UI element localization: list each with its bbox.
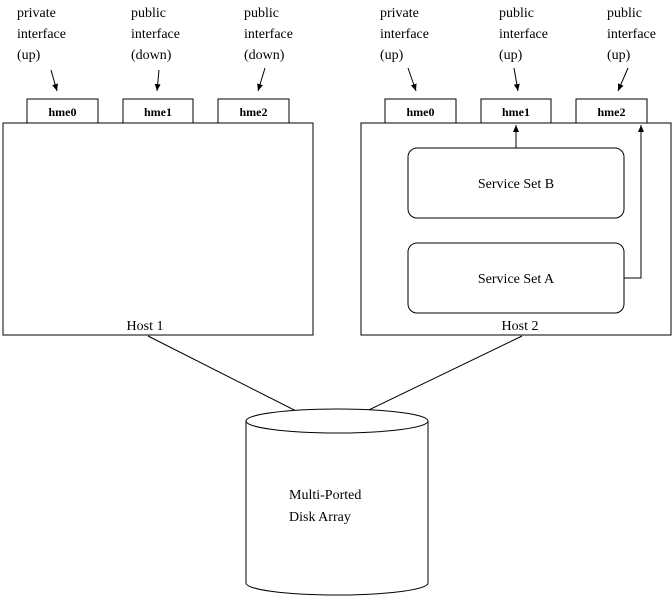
annotation-line: public (607, 6, 642, 21)
host1-hme0-annotation: private interface (up) (17, 6, 66, 63)
annotation-line: interface (499, 27, 548, 42)
annotation-line: public (244, 6, 279, 21)
annotation-line: (down) (131, 48, 172, 63)
host1-group: private interface (up) public interface … (2, 6, 314, 336)
host1-box (2, 122, 314, 336)
host1-hme0-label: hme0 (49, 105, 77, 119)
disk-array-label-line1: Multi-Ported (289, 488, 361, 503)
host2-to-disk-connector (345, 335, 523, 422)
host1-hme1-arrow (154, 69, 161, 92)
annotation-line: interface (607, 27, 656, 42)
disk-array-label-line2: Disk Array (289, 510, 351, 525)
annotation-line: interface (380, 27, 429, 42)
host2-hme0-annotation: private interface (up) (380, 6, 429, 63)
host2-hme2-box (575, 98, 648, 124)
service-set-b-label: Service Set B (478, 177, 554, 192)
disk-array: Multi-Ported Disk Array (245, 408, 429, 596)
host1-hme1-box (122, 98, 194, 124)
host2-hme2-label: hme2 (598, 105, 626, 119)
host2-hme1-arrow (513, 67, 520, 92)
annotation-line: (up) (380, 48, 404, 63)
annotation-line: interface (131, 27, 180, 42)
host2-hme2-annotation: public interface (up) (607, 6, 656, 63)
host2-hme0-arrow (407, 67, 417, 92)
host1-hme2-arrow (257, 67, 266, 92)
host2-hme0-label: hme0 (407, 105, 435, 119)
host2-group: private interface (up) public interface … (360, 6, 672, 336)
host1-hme0-arrow (50, 69, 58, 92)
annotation-line: public (131, 6, 166, 21)
host2-hme1-annotation: public interface (up) (499, 6, 548, 63)
disk-array-top (245, 408, 429, 434)
annotation-line: interface (244, 27, 293, 42)
annotation-line: (up) (17, 48, 41, 63)
host1-hme2-label: hme2 (240, 105, 268, 119)
disk-array-body (245, 421, 429, 596)
annotation-line: (down) (244, 48, 285, 63)
host1-label: Host 1 (127, 319, 164, 334)
host1-hme2-annotation: public interface (down) (244, 6, 293, 63)
annotation-line: private (380, 6, 419, 21)
service-set-a-label: Service Set A (478, 272, 555, 287)
host2-hme1-label: hme1 (502, 105, 530, 119)
host2-hme2-arrow (617, 67, 629, 92)
annotation-line: (up) (499, 48, 523, 63)
host1-hme0-box (26, 98, 99, 124)
annotation-line: (up) (607, 48, 631, 63)
host2-label: Host 2 (502, 319, 539, 334)
host1-hme1-annotation: public interface (down) (131, 6, 180, 63)
annotation-line: interface (17, 27, 66, 42)
annotation-line: private (17, 6, 56, 21)
host1-hme1-label: hme1 (144, 105, 172, 119)
host1-to-disk-connector (147, 335, 317, 422)
annotation-line: public (499, 6, 534, 21)
host2-hme0-box (384, 98, 457, 124)
service-set-a-to-hme2-connector (624, 125, 644, 279)
